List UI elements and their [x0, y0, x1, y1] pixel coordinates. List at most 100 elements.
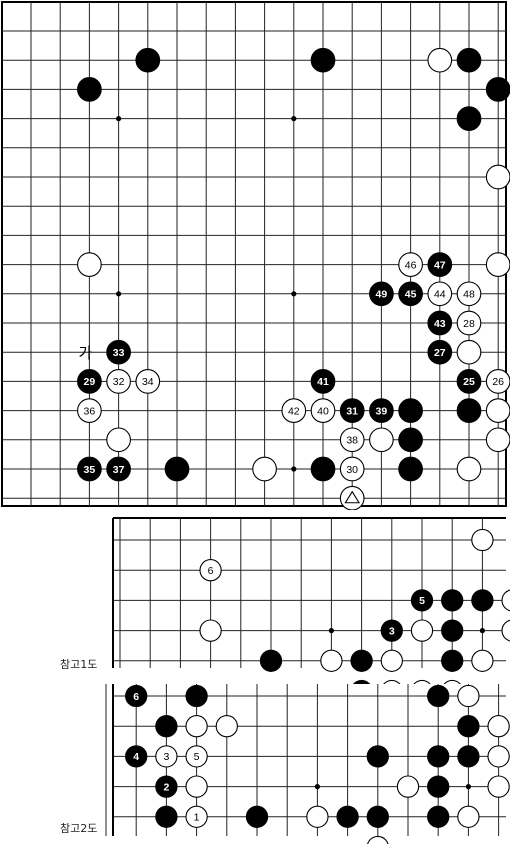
main-white-stone[interactable]	[485, 164, 510, 190]
ref2-white-stone[interactable]	[185, 775, 208, 798]
ref1-white-stone[interactable]	[501, 589, 510, 612]
ref2-black-stone[interactable]	[125, 684, 148, 708]
main-white-stone[interactable]	[77, 398, 102, 423]
main-white-stone[interactable]	[485, 427, 510, 453]
main-white-stone[interactable]	[398, 252, 423, 277]
main-white-stone[interactable]	[339, 427, 365, 453]
ref1-white-stone[interactable]	[380, 649, 403, 672]
ref2-white-stone[interactable]	[487, 745, 510, 768]
ref2-black-stone[interactable]	[457, 745, 480, 768]
main-black-stone[interactable]	[398, 456, 423, 482]
main-black-stone[interactable]	[310, 47, 336, 73]
main-white-stone[interactable]	[485, 369, 510, 394]
main-black-stone[interactable]	[310, 456, 336, 482]
ref2-black-stone[interactable]	[336, 805, 359, 828]
ref2-black-stone[interactable]	[155, 715, 178, 738]
ref2-black-stone[interactable]	[155, 775, 178, 798]
ref2-black-stone[interactable]	[427, 805, 450, 828]
ref1-white-stone[interactable]	[410, 679, 434, 703]
main-white-stone[interactable]	[339, 456, 365, 482]
ref2-white-stone[interactable]	[367, 835, 389, 844]
main-white-stone[interactable]	[339, 485, 365, 510]
main-black-stone[interactable]	[456, 106, 482, 131]
ref2-black-stone[interactable]	[125, 745, 148, 768]
ref2-black-stone[interactable]	[155, 805, 178, 828]
ref2-black-stone[interactable]	[185, 684, 208, 708]
ref2-white-stone[interactable]	[306, 805, 329, 828]
main-white-stone[interactable]	[485, 398, 510, 423]
main-black-stone[interactable]	[427, 339, 453, 365]
main-white-stone[interactable]	[106, 427, 131, 453]
ref2-white-stone[interactable]	[155, 745, 178, 768]
main-black-stone[interactable]	[77, 369, 102, 394]
main-black-stone[interactable]	[164, 456, 190, 482]
main-white-stone[interactable]	[369, 427, 394, 453]
main-white-stone[interactable]	[456, 281, 482, 307]
ref2-black-stone[interactable]	[366, 745, 389, 768]
main-black-stone[interactable]	[135, 47, 161, 73]
ref1-white-stone[interactable]	[501, 619, 510, 642]
main-white-stone[interactable]	[281, 398, 307, 423]
main-black-stone[interactable]	[77, 456, 102, 482]
ref2-black-stone[interactable]	[245, 805, 269, 828]
ref1-black-stone[interactable]	[350, 649, 373, 672]
main-white-stone[interactable]	[456, 339, 482, 365]
main-black-stone[interactable]	[427, 252, 453, 277]
main-black-stone[interactable]	[339, 398, 365, 423]
main-black-stone[interactable]	[485, 77, 510, 102]
ref2-white-stone[interactable]	[215, 715, 238, 738]
main-black-stone[interactable]	[77, 77, 102, 102]
main-black-stone[interactable]	[106, 456, 131, 482]
main-white-stone[interactable]	[456, 310, 482, 336]
ref1-white-stone[interactable]	[471, 649, 494, 672]
main-white-stone[interactable]	[252, 456, 277, 482]
main-white-stone[interactable]	[485, 252, 510, 277]
main-white-stone[interactable]	[106, 369, 131, 394]
ref1-white-stone[interactable]	[380, 679, 403, 703]
main-white-stone[interactable]	[427, 47, 453, 73]
ref2-white-stone[interactable]	[457, 684, 480, 708]
ref1-white-stone[interactable]	[199, 619, 222, 642]
ref2-white-stone[interactable]	[487, 775, 510, 798]
ref2-black-stone[interactable]	[427, 775, 450, 798]
ref2-white-stone[interactable]	[487, 715, 510, 738]
ref2-black-stone[interactable]	[457, 715, 480, 738]
ref1-black-stone[interactable]	[441, 649, 464, 672]
main-black-stone[interactable]	[369, 281, 394, 307]
ref1-white-stone[interactable]	[320, 649, 343, 672]
ref1-black-stone[interactable]	[350, 679, 373, 703]
main-black-stone[interactable]	[456, 47, 482, 73]
ref2-white-stone[interactable]	[396, 775, 420, 798]
main-white-stone[interactable]	[310, 398, 336, 423]
ref2-black-stone[interactable]	[427, 684, 450, 708]
main-black-stone[interactable]	[369, 398, 394, 423]
ref2-black-stone[interactable]	[366, 805, 389, 828]
main-white-stone[interactable]	[456, 456, 482, 482]
ref2-white-stone[interactable]	[457, 805, 480, 828]
ref1-white-stone[interactable]	[410, 619, 434, 642]
ref1-black-stone[interactable]	[441, 619, 464, 642]
main-white-stone[interactable]	[77, 252, 102, 277]
ref1-black-stone[interactable]	[380, 619, 403, 642]
main-black-stone[interactable]	[456, 398, 482, 423]
ref1-black-stone[interactable]	[259, 649, 283, 672]
main-black-stone[interactable]	[456, 369, 482, 394]
main-black-stone[interactable]	[427, 310, 453, 336]
main-black-stone[interactable]	[398, 398, 423, 423]
ref2-white-stone[interactable]	[185, 805, 208, 828]
main-black-stone[interactable]	[398, 427, 423, 453]
ref2-white-stone[interactable]	[185, 745, 208, 768]
main-black-stone[interactable]	[398, 281, 423, 307]
main-black-stone[interactable]	[106, 339, 131, 365]
main-black-stone[interactable]	[310, 369, 336, 394]
ref1-black-stone[interactable]	[471, 589, 494, 612]
main-white-stone[interactable]	[135, 369, 161, 394]
ref2-white-stone[interactable]	[185, 715, 208, 738]
main-white-stone[interactable]	[427, 281, 453, 307]
ref1-black-stone[interactable]	[410, 589, 434, 612]
ref1-white-stone[interactable]	[471, 528, 494, 552]
ref2-black-stone[interactable]	[427, 745, 450, 768]
ref1-black-stone[interactable]	[441, 589, 464, 612]
ref1-white-stone[interactable]	[199, 559, 222, 582]
